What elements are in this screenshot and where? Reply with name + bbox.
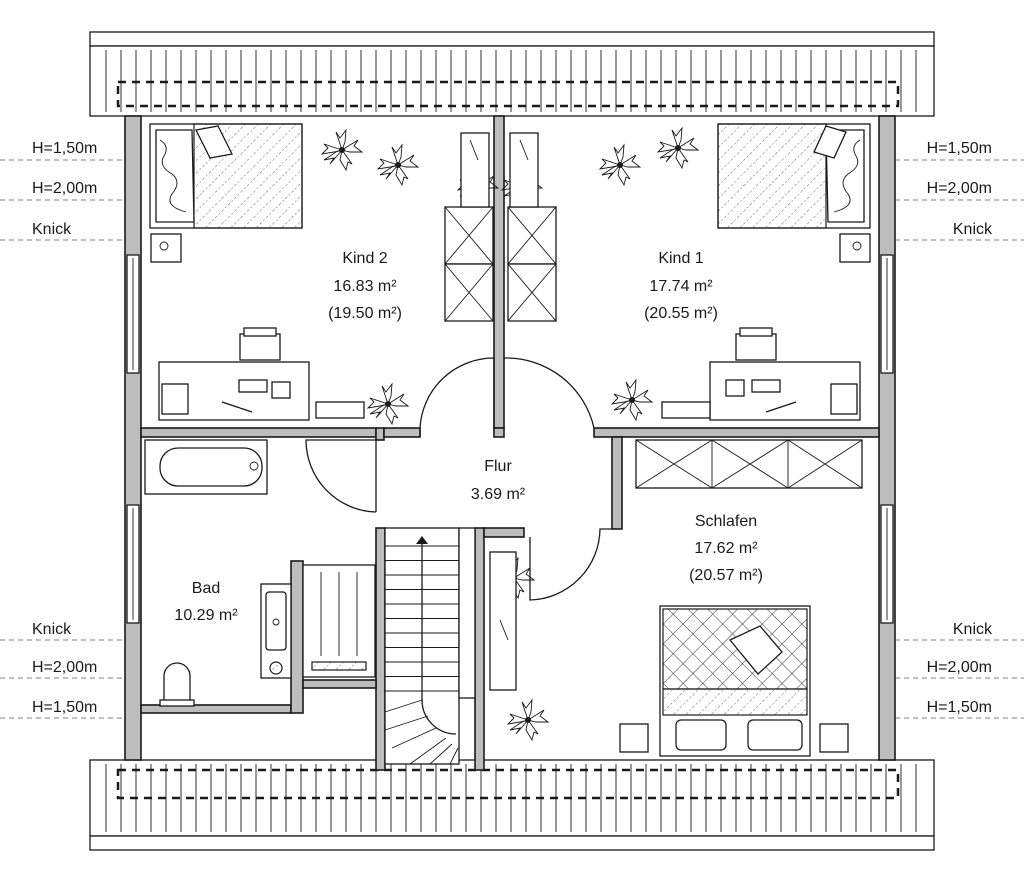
room-area-bad: 10.29 m²	[174, 607, 238, 624]
marker-top-h150-right: H=1,50m	[927, 140, 992, 157]
marker-top-knick-right: Knick	[953, 221, 993, 238]
wardrobe-icon	[444, 132, 557, 322]
room-area-schlafen: 17.62 m²	[694, 540, 758, 557]
height-guides	[0, 159, 1024, 719]
marker-top-h200-left: H=2,00m	[32, 180, 97, 197]
stairs-icon	[384, 527, 476, 765]
marker-bottom-knick-left: Knick	[32, 621, 72, 638]
room-area-gross-kind2: (19.50 m²)	[328, 305, 402, 322]
toilet-icon	[159, 662, 195, 707]
interior-walls	[140, 115, 880, 771]
room-area-kind1: 17.74 m²	[649, 278, 713, 295]
room-name-flur: Flur	[484, 458, 512, 475]
room-area-kind2: 16.83 m²	[333, 278, 397, 295]
roof-overhang-top	[89, 31, 935, 117]
double-bed-icon	[619, 605, 849, 757]
marker-top-knick-left: Knick	[32, 221, 72, 238]
shower-icon	[302, 564, 376, 678]
exterior-walls	[124, 115, 896, 761]
room-label-flur: Flur 3.69 m²	[471, 458, 526, 503]
marker-bottom-h200-left: H=2,00m	[32, 659, 97, 676]
chair-icon	[239, 327, 777, 361]
marker-bottom-h150-left: H=1,50m	[32, 699, 97, 716]
room-label-schlafen: Schlafen 17.62 m² (20.57 m²)	[689, 513, 763, 584]
room-area-gross-schlafen: (20.57 m²)	[689, 567, 763, 584]
desk-icon	[158, 361, 861, 421]
side-labels-right: H=1,50m H=2,00m Knick Knick H=2,00m H=1,…	[927, 140, 993, 716]
bed-icon-kind1	[717, 123, 871, 229]
room-label-kind2: Kind 2 16.83 m² (19.50 m²)	[328, 250, 402, 322]
room-label-bad: Bad 10.29 m²	[174, 580, 238, 624]
nightstand-icon	[150, 233, 871, 263]
room-name-kind2: Kind 2	[342, 250, 387, 267]
marker-top-h200-right: H=2,00m	[927, 180, 992, 197]
sink-icon	[260, 583, 292, 679]
bathtub-icon	[144, 439, 268, 495]
marker-bottom-knick-right: Knick	[953, 621, 993, 638]
room-name-bad: Bad	[192, 580, 220, 597]
shelf-icon	[489, 551, 517, 691]
room-area-flur: 3.69 m²	[471, 486, 526, 503]
marker-bottom-h150-right: H=1,50m	[927, 699, 992, 716]
room-area-gross-kind1: (20.55 m²)	[644, 305, 718, 322]
side-labels-left: H=1,50m H=2,00m Knick Knick H=2,00m H=1,…	[32, 140, 97, 716]
wardrobe-icon-schlafen	[635, 439, 863, 489]
marker-top-h150-left: H=1,50m	[32, 140, 97, 157]
room-name-schlafen: Schlafen	[695, 513, 757, 530]
door-swing-icon	[305, 357, 612, 601]
marker-bottom-h200-right: H=2,00m	[927, 659, 992, 676]
bed-icon	[149, 123, 303, 229]
room-label-kind1: Kind 1 17.74 m² (20.55 m²)	[644, 250, 718, 322]
roof-overhang-bottom	[89, 759, 935, 851]
room-name-kind1: Kind 1	[658, 250, 703, 267]
